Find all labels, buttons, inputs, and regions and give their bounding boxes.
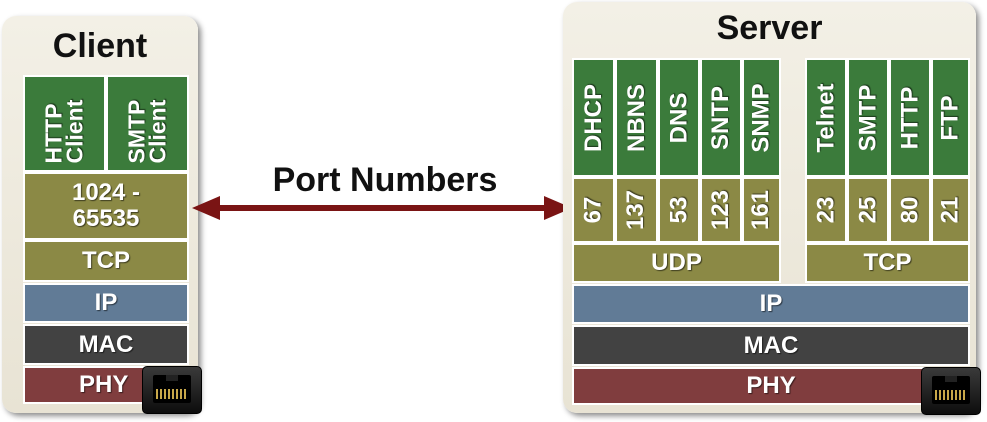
client-phy-label: PHY bbox=[79, 371, 129, 398]
server-app-nbns-label: NBNS bbox=[622, 83, 650, 152]
client-port-range: 1024 - 65535 bbox=[23, 172, 189, 240]
client-app-http: HTTP Client bbox=[23, 75, 106, 172]
server-port-snmp: 161 bbox=[742, 177, 781, 243]
server-app-sntp: SNTP bbox=[700, 58, 742, 177]
server-app-snmp: SNMP bbox=[742, 58, 781, 177]
server-port-http-label: 80 bbox=[895, 196, 923, 224]
server-app-ftp: FTP bbox=[931, 58, 970, 177]
server-app-ftp-label: FTP bbox=[936, 94, 964, 141]
server-app-http-label: HTTP bbox=[896, 86, 924, 149]
server-app-telnet-label: Telnet bbox=[812, 83, 839, 152]
server-port-telnet: 23 bbox=[805, 177, 847, 243]
server-app-dns-label: DNS bbox=[665, 92, 693, 143]
client-tcp-layer: TCP bbox=[23, 240, 189, 282]
client-port-range-label: 1024 - 65535 bbox=[71, 179, 141, 232]
server-port-http: 80 bbox=[889, 177, 931, 243]
server-ip-layer: IP bbox=[572, 284, 970, 324]
server-port-sntp-label: 123 bbox=[707, 189, 735, 231]
server-port-dns: 53 bbox=[658, 177, 700, 243]
client-ethernet-port-icon bbox=[142, 366, 202, 414]
port-numbers-label: Port Numbers bbox=[272, 161, 498, 199]
server-app-snmp-label: SNMP bbox=[747, 82, 775, 153]
server-app-dhcp-label: DHCP bbox=[579, 83, 607, 152]
server-app-dns: DNS bbox=[658, 58, 700, 177]
server-app-nbns: NBNS bbox=[615, 58, 658, 177]
server-udp-layer: UDP bbox=[572, 243, 781, 283]
server-app-smtp-label: SMTP bbox=[854, 84, 882, 151]
server-port-smtp-label: 25 bbox=[853, 196, 881, 224]
server-port-snmp-label: 161 bbox=[747, 189, 775, 231]
server-app-smtp: SMTP bbox=[847, 58, 889, 177]
server-phy-layer: PHY bbox=[572, 367, 970, 405]
client-title: Client bbox=[52, 27, 148, 65]
server-ethernet-port-icon bbox=[921, 367, 981, 415]
server-port-nbns: 137 bbox=[615, 177, 658, 243]
server-tcp-layer: TCP bbox=[805, 243, 970, 283]
server-port-dhcp: 67 bbox=[572, 177, 615, 243]
client-app-smtp: SMTP Client bbox=[106, 75, 189, 172]
server-app-http: HTTP bbox=[889, 58, 931, 177]
server-port-dns-label: 53 bbox=[664, 196, 692, 224]
client-app-http-label: HTTP Client bbox=[40, 99, 88, 163]
client-app-smtp-label: SMTP Client bbox=[123, 99, 171, 163]
server-port-nbns-label: 137 bbox=[622, 189, 650, 231]
client-mac-layer: MAC bbox=[23, 324, 189, 365]
server-port-sntp: 123 bbox=[700, 177, 742, 243]
server-port-ftp-label: 21 bbox=[936, 196, 964, 224]
server-port-ftp: 21 bbox=[931, 177, 970, 243]
client-ip-layer: IP bbox=[23, 283, 189, 323]
server-title: Server bbox=[716, 9, 823, 47]
server-app-dhcp: DHCP bbox=[572, 58, 615, 177]
server-port-smtp: 25 bbox=[847, 177, 889, 243]
server-port-dhcp-label: 67 bbox=[579, 196, 607, 224]
server-app-telnet: Telnet bbox=[805, 58, 847, 177]
server-port-telnet-label: 23 bbox=[811, 196, 839, 224]
port-numbers-arrow bbox=[192, 196, 572, 220]
server-app-sntp-label: SNTP bbox=[707, 85, 735, 150]
server-mac-layer: MAC bbox=[572, 325, 970, 366]
